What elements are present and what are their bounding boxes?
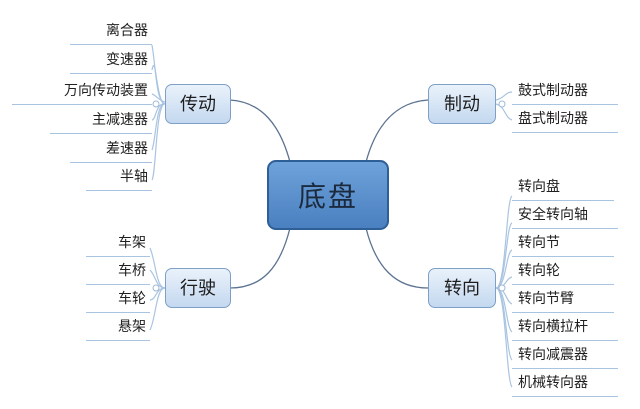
topic-braking[interactable]: 制动 <box>428 84 496 124</box>
topic-transmission[interactable]: 传动 <box>165 84 231 124</box>
topic-driving[interactable]: 行驶 <box>165 268 231 308</box>
leaf-safety-steering-shaft[interactable]: 安全转向轴 <box>512 202 618 229</box>
root-node[interactable]: 底盘 <box>267 160 389 230</box>
leaf-universal-joint[interactable]: 万向传动装置 <box>12 78 152 105</box>
collapse-dot-transmission <box>152 100 160 108</box>
leaf-axle[interactable]: 车桥 <box>86 258 150 285</box>
leaf-gearbox[interactable]: 变速器 <box>70 47 152 74</box>
connector-root-transmission <box>229 99 291 163</box>
leaf-drum-brake[interactable]: 鼓式制动器 <box>512 78 618 105</box>
leaf-wheel[interactable]: 车轮 <box>86 286 150 313</box>
leaf-disc-brake[interactable]: 盘式制动器 <box>512 106 618 133</box>
leaf-steering-knuckle-arm[interactable]: 转向节臂 <box>512 286 614 313</box>
connector-root-braking <box>365 99 429 163</box>
leaf-half-shaft[interactable]: 半轴 <box>86 164 152 191</box>
leaf-mechanical-steering-gear[interactable]: 机械转向器 <box>512 370 618 397</box>
leaf-differential[interactable]: 差速器 <box>70 136 152 163</box>
leaf-steering-damper[interactable]: 转向减震器 <box>512 342 618 369</box>
collapse-dot-driving <box>152 284 160 292</box>
leaf-steered-wheel[interactable]: 转向轮 <box>512 258 614 285</box>
 <box>229 227 291 289</box>
leaf-tie-rod[interactable]: 转向横拉杆 <box>512 314 618 341</box>
connector-root-steering <box>365 227 429 289</box>
leaf-steering-wheel[interactable]: 转向盘 <box>512 174 614 201</box>
leaf-suspension[interactable]: 悬架 <box>86 314 150 341</box>
leaf-steering-knuckle[interactable]: 转向节 <box>512 230 614 257</box>
leaf-clutch[interactable]: 离合器 <box>70 18 152 45</box>
leaf-frame[interactable]: 车架 <box>86 230 150 257</box>
collapse-dot-braking <box>498 100 506 108</box>
leaf-final-drive[interactable]: 主减速器 <box>50 107 152 134</box>
collapse-dot-steering <box>498 284 506 292</box>
topic-steering[interactable]: 转向 <box>428 268 496 308</box>
